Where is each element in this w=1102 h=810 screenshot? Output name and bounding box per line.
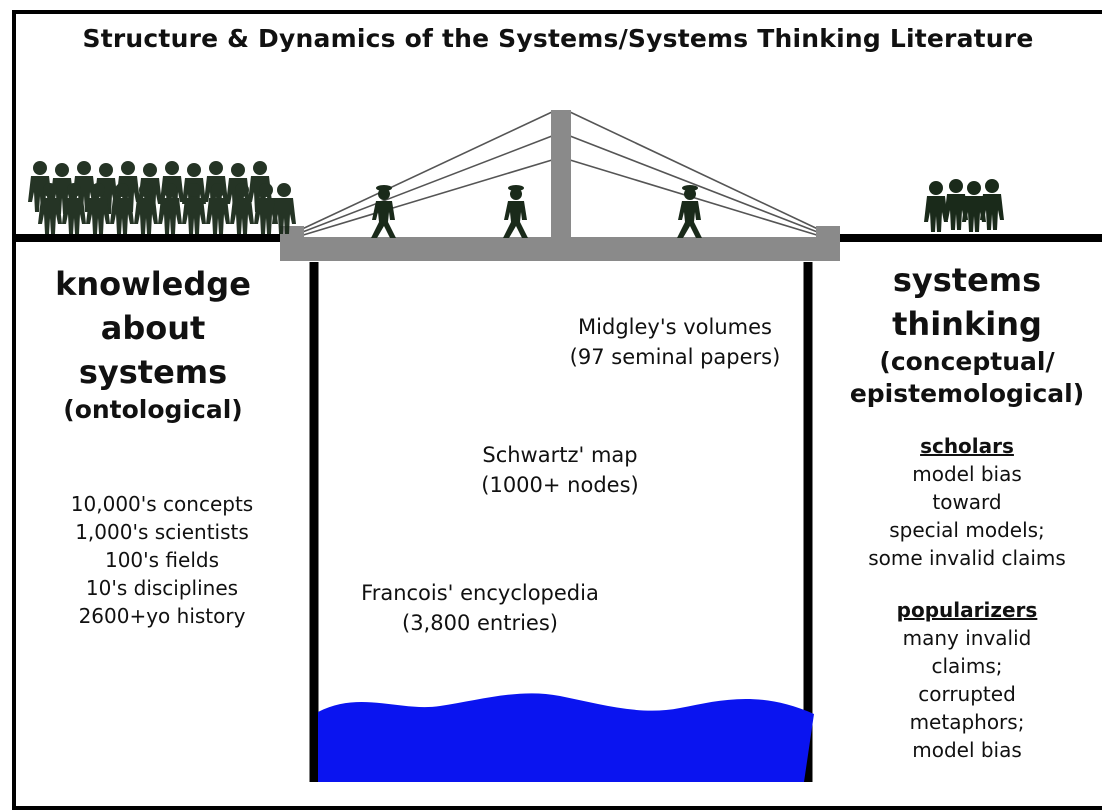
left-subheading: (ontological) — [63, 395, 243, 424]
right-group-popularizers: popularizers many invalid claims; corrup… — [832, 596, 1102, 764]
source-schwartz: Schwartz' map (1000+ nodes) — [481, 443, 639, 497]
left-heading: knowledge about systems — [55, 265, 251, 391]
water-icon — [318, 693, 814, 782]
left-items: 10,000's concepts 1,000's scientists 100… — [14, 490, 310, 630]
right-subheading: (conceptual/ epistemological) — [849, 347, 1085, 408]
left-item: 1,000's scientists — [75, 520, 249, 544]
left-item: 100's fields — [104, 548, 220, 572]
source-francois: Francois' encyclopedia (3,800 entries) — [361, 581, 599, 635]
left-item: 10,000's concepts — [70, 492, 254, 516]
diagram-graphics — [14, 110, 1102, 782]
bridge-cables — [299, 111, 821, 237]
left-item: 2600+yo history — [78, 604, 246, 628]
bridge-tower — [551, 110, 571, 240]
left-column: knowledge about systems (ontological) — [14, 262, 292, 426]
group-label: popularizers — [896, 598, 1038, 622]
right-column: systems thinking (conceptual/ epistemolo… — [832, 258, 1102, 410]
right-group-scholars: scholars model bias toward special model… — [832, 432, 1102, 572]
diagram-title: Structure & Dynamics of the Systems/Syst… — [82, 24, 1034, 53]
right-heading: systems thinking — [892, 261, 1042, 343]
group-label: scholars — [920, 434, 1014, 458]
diagram-canvas: Structure & Dynamics of the Systems/Syst… — [12, 10, 1102, 810]
bridge-abutment-right — [816, 226, 840, 240]
bridge-deck — [280, 237, 840, 261]
left-item: 10's disciplines — [85, 576, 239, 600]
source-midgley: Midgley's volumes (97 seminal papers) — [569, 315, 781, 369]
